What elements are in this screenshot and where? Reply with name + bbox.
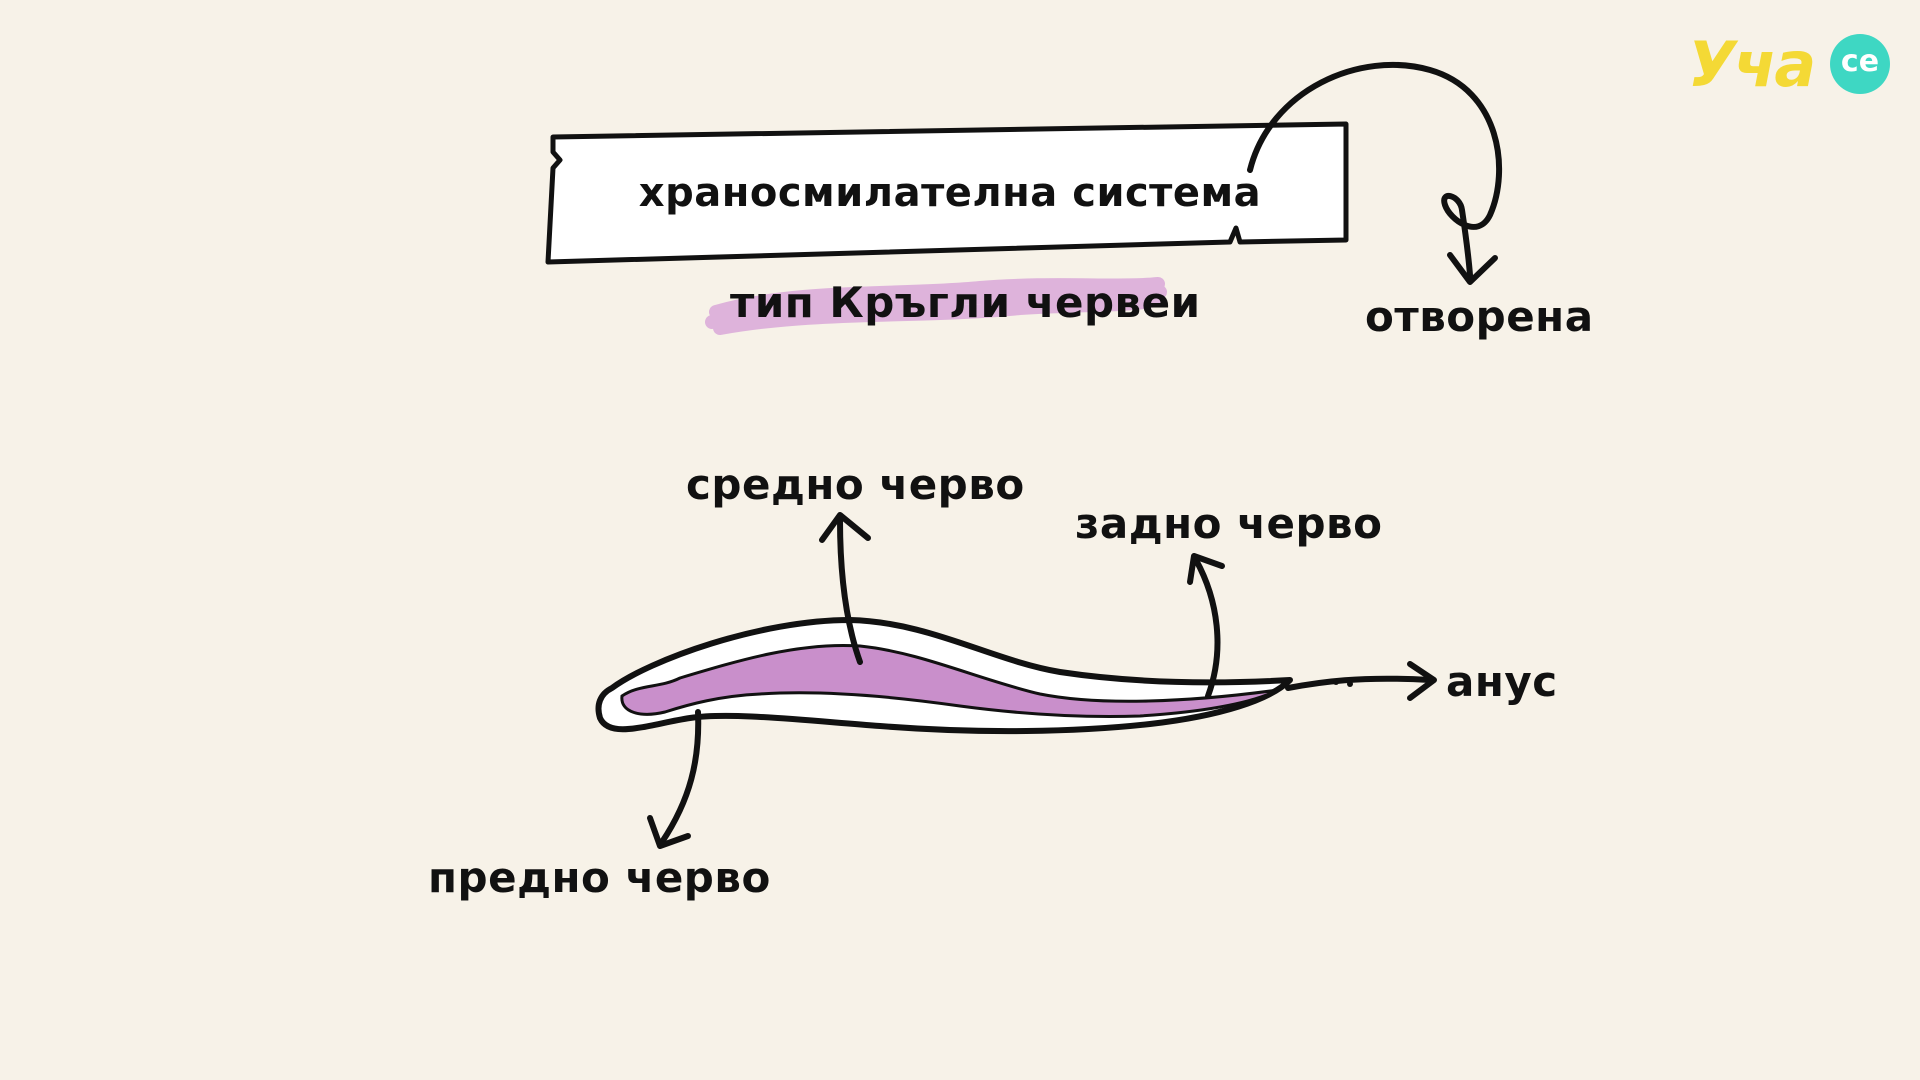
diagram-title: храносмилателна система — [638, 170, 1262, 216]
foregut-arrow — [659, 709, 702, 845]
system-type-label: отворена — [1365, 292, 1594, 341]
brand-logo: Уча се — [1688, 26, 1898, 106]
foregut-arrowhead — [647, 815, 691, 849]
subtitle-highlight — [705, 277, 1167, 335]
title-box — [545, 121, 1349, 265]
open-system-arrow — [1247, 61, 1503, 278]
logo-text: Уча — [1688, 28, 1816, 101]
midgut-label: средно черво — [686, 460, 1025, 509]
worm-gut — [620, 643, 1279, 718]
hindgut-label: задно черво — [1075, 499, 1383, 548]
midgut-arrow — [837, 517, 863, 665]
foregut-label: предно черво — [428, 853, 771, 902]
hindgut-arrow — [1193, 557, 1221, 699]
diagram-subtitle: тип Кръгли червеи — [730, 278, 1201, 327]
logo-badge: се — [1830, 34, 1890, 94]
anus-dot — [1347, 681, 1353, 687]
anus-arrowhead — [1407, 661, 1437, 701]
anus-arrow — [1285, 675, 1433, 691]
midgut-arrowhead — [819, 512, 871, 543]
anus-dot — [1333, 679, 1339, 685]
hindgut-arrowhead — [1187, 553, 1225, 585]
anus-label: анус — [1446, 657, 1558, 706]
open-system-arrowhead — [1447, 252, 1498, 285]
